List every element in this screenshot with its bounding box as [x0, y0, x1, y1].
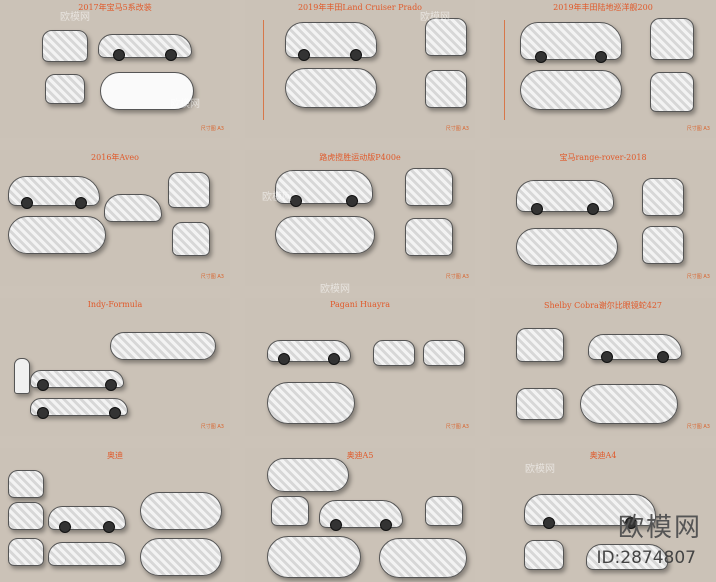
car-top-view	[100, 72, 194, 110]
panel-stamp: 尺寸图 A3	[686, 274, 710, 280]
panel-indy[interactable]: Indy-Formula 尺寸图 A3	[0, 298, 230, 436]
car-side-view	[8, 176, 100, 209]
watermark: 欧模网	[420, 12, 450, 23]
car-top-view	[267, 382, 355, 424]
panel-stamp: 尺寸图 A3	[445, 424, 469, 430]
car-side-view	[588, 334, 682, 363]
panel-rangerover-sport[interactable]: 路虎揽胜运动版P400e 尺寸图 A3	[245, 150, 475, 286]
human-figure	[14, 358, 30, 394]
car-side-view	[30, 370, 124, 391]
panel-audi-a5[interactable]: 奥迪A5	[245, 448, 475, 582]
car-rear-view	[405, 218, 453, 256]
car-front-view-lower	[8, 538, 44, 566]
panel-title: 路虎揽胜运动版P400e	[319, 153, 401, 162]
car-rear-view	[172, 222, 210, 256]
car-perspective-view	[30, 398, 128, 419]
watermark: 欧模网	[60, 12, 90, 23]
car-top-view	[8, 216, 106, 254]
dimension-line	[504, 20, 505, 120]
car-side-view-lower	[48, 542, 126, 566]
car-perspective-view	[104, 194, 162, 222]
watermark: 欧模网	[262, 192, 292, 203]
panel-stamp: 尺寸图 A3	[686, 424, 710, 430]
panel-stamp: 尺寸图 A3	[445, 274, 469, 280]
car-top-view	[516, 228, 618, 266]
panel-aveo[interactable]: 2016年Aveo 尺寸图 A3	[0, 150, 230, 286]
car-front-view	[271, 496, 309, 526]
panel-stamp: 尺寸图 A3	[445, 126, 469, 132]
panel-title: 2019年丰田Land Cruiser Prado	[297, 3, 423, 12]
panel-title: 奥迪A5	[346, 451, 374, 460]
panel-stamp: 尺寸图 A3	[200, 274, 224, 280]
car-side-view	[285, 22, 377, 61]
panel-title: 奥迪A4	[589, 451, 617, 460]
panel-title: 2019年丰田陆地巡洋舰200	[553, 3, 653, 12]
car-side-view	[524, 494, 656, 529]
car-side-view-lower	[586, 544, 668, 570]
panel-title: Shelby Cobra谢尔比眼镜蛇427	[543, 301, 663, 310]
car-side-view	[520, 22, 622, 63]
panel-title: 2017年宝马5系改装	[78, 3, 152, 12]
panel-stamp: 尺寸图 A3	[686, 126, 710, 132]
car-rear-view	[425, 496, 463, 526]
panel-pagani[interactable]: Pagani Huayra 尺寸图 A3	[245, 298, 475, 436]
panel-prado[interactable]: 2019年丰田Land Cruiser Prado 尺寸图 A3	[245, 0, 475, 138]
car-rear-view	[423, 340, 465, 366]
car-rear-view	[45, 74, 85, 104]
car-front-view	[524, 540, 564, 570]
car-front-view	[8, 470, 44, 498]
panel-title: Indy-Formula	[87, 300, 143, 309]
panel-landcruiser200[interactable]: 2019年丰田陆地巡洋舰200 尺寸图 A3	[490, 0, 716, 138]
car-rear-view	[642, 226, 684, 264]
car-side-view	[98, 34, 192, 61]
panel-shelby[interactable]: Shelby Cobra谢尔比眼镜蛇427 尺寸图 A3	[490, 298, 716, 436]
car-top-view	[520, 70, 622, 110]
watermark: 欧模网	[170, 99, 200, 110]
car-front-view	[168, 172, 210, 208]
car-side-view	[319, 500, 403, 531]
panel-audi-a4[interactable]: 奥迪A4	[490, 448, 716, 582]
car-top-view-lower-right	[379, 538, 467, 578]
car-front-view	[405, 168, 453, 206]
dimension-line	[263, 20, 264, 120]
car-top-view	[285, 68, 377, 108]
car-front-view	[650, 18, 694, 60]
panel-rangerover-2018[interactable]: 宝马range-rover-2018 尺寸图 A3	[490, 150, 716, 286]
brand-id: ID:2874807	[596, 548, 696, 568]
watermark: 欧模网	[525, 464, 555, 475]
car-side-view	[267, 340, 351, 365]
car-side-view	[516, 180, 614, 215]
car-side-view	[275, 170, 373, 207]
panel-stamp: 尺寸图 A3	[200, 126, 224, 132]
brand-logo: 欧模网	[617, 513, 702, 543]
car-rear-view	[425, 70, 467, 108]
car-front-view	[516, 328, 564, 362]
panel-stamp: 尺寸图 A3	[200, 424, 224, 430]
car-top-view	[275, 216, 375, 254]
car-side-view	[48, 506, 126, 533]
car-front-view	[373, 340, 415, 366]
panel-title: 宝马range-rover-2018	[559, 153, 647, 162]
car-rear-view	[650, 72, 694, 112]
panel-title: 奥迪	[107, 451, 123, 460]
panel-title: Pagani Huayra	[330, 300, 390, 309]
panel-title: 2016年Aveo	[91, 153, 139, 162]
car-rear-view	[516, 388, 564, 420]
car-top-view-lower	[267, 536, 361, 578]
watermark: 欧模网	[320, 284, 350, 295]
panel-bmw5[interactable]: 2017年宝马5系改装 尺寸图 A3	[0, 0, 230, 138]
car-top-view-lower	[140, 538, 222, 576]
car-top-view	[267, 458, 349, 492]
panel-audi[interactable]: 奥迪	[0, 448, 230, 582]
car-front-view	[642, 178, 684, 216]
car-top-view	[110, 332, 216, 360]
car-front-view	[42, 30, 88, 62]
car-rear-view	[8, 502, 44, 530]
car-top-view	[580, 384, 678, 424]
car-front-view	[425, 18, 467, 56]
car-top-view	[140, 492, 222, 530]
